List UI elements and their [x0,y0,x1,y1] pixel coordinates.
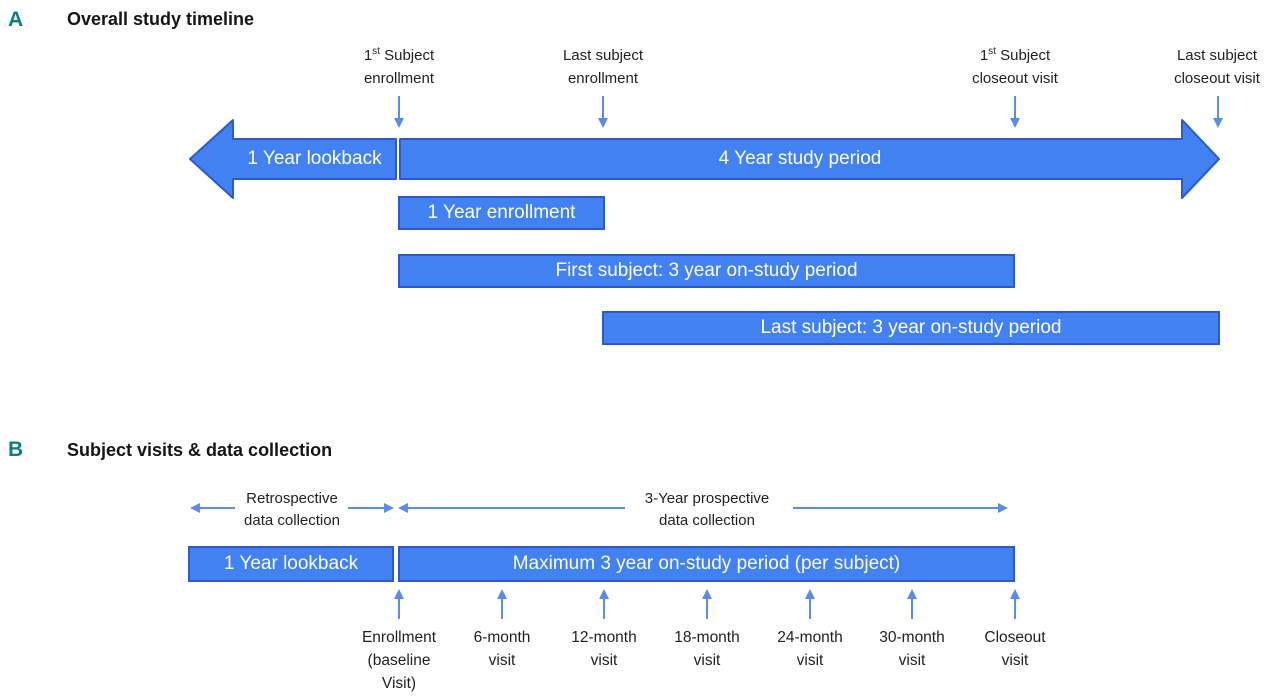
visit-label-12-month: 12-month visit [542,626,666,672]
retrospective-span-label: Retrospective data collection [217,488,367,532]
prospective-span-arrowhead-left [398,503,408,513]
visit-label-18-month: 18-month visit [645,626,769,672]
last-subject-on-study-bar: Last subject: 3 year on-study period [602,311,1220,345]
study-period-arrow-label: 4 Year study period [718,148,882,169]
milestone-line1: Last subject [562,47,644,64]
milestone-down-arrowhead [598,118,608,128]
milestone-last-subject-enrollment: Last subject enrollment [528,44,678,90]
visit-up-arrowhead [497,589,507,599]
milestone-line2: enrollment [363,70,435,87]
milestone-down-arrowhead [1213,118,1223,128]
milestone-first-subject-closeout: 1st Subject closeout visit [940,44,1090,90]
panel-b-title: Subject visits & data collection [67,440,333,460]
retrospective-span-arrowhead-right [384,503,394,513]
milestone-down-arrowhead [394,118,404,128]
visit-label-30-month: 30-month visit [850,626,974,672]
lookback-arrow-label: 1 Year lookback [247,148,382,169]
visit-label-6-month: 6-month visit [440,626,564,672]
panel-a-letter: A [8,8,24,31]
visit-line: Enrollment [361,629,437,646]
milestone-down-arrowhead [1010,118,1020,128]
visit-up-arrowhead [907,589,917,599]
milestone-line1: 1st Subject [979,46,1051,65]
prospective-span-line2: data collection [659,512,755,529]
retrospective-span-line2: data collection [244,512,340,529]
visit-label-enrollment: Enrollment (baseline Visit) [337,626,461,695]
milestone-line2: closeout visit [1174,70,1260,87]
milestone-line1: Last subject [1176,47,1258,64]
milestone-line1: 1st Subject [363,46,435,65]
visit-label-closeout: Closeout visit [953,626,1077,672]
prospective-span-label: 3-Year prospective data collection [612,488,802,532]
visit-line: visit [796,652,824,669]
visit-line: 6-month [473,629,531,646]
visit-line: visit [693,652,721,669]
visit-line: (baseline [367,652,431,669]
visit-line: Closeout [984,629,1046,646]
enrollment-period-bar: 1 Year enrollment [398,196,605,230]
milestone-line2: enrollment [567,70,639,87]
visit-line: 18-month [674,629,740,646]
visit-up-arrowhead [702,589,712,599]
first-subject-on-study-bar: First subject: 3 year on-study period [398,254,1015,288]
retrospective-span-line1: Retrospective [246,490,338,507]
visit-label-24-month: 24-month visit [748,626,872,672]
visit-up-arrowhead [805,589,815,599]
visit-line: visit [488,652,516,669]
milestone-line2: closeout visit [972,70,1058,87]
milestone-last-subject-closeout: Last subject closeout visit [1142,44,1280,90]
visit-line: Visit) [381,675,417,692]
visit-up-arrowhead [1010,589,1020,599]
milestone-first-subject-enrollment: 1st Subject enrollment [324,44,474,90]
lookback-bar: 1 Year lookback [188,546,394,582]
visit-line: visit [1001,652,1029,669]
visit-up-arrowhead [599,589,609,599]
prospective-span-arrowhead-right [998,503,1008,513]
panel-a-title: Overall study timeline [67,9,255,29]
panel-b-letter: B [8,438,24,461]
visit-line: 30-month [879,629,945,646]
visit-line: visit [898,652,926,669]
max-on-study-bar: Maximum 3 year on-study period (per subj… [398,546,1015,582]
visit-up-arrowhead [394,589,404,599]
visit-line: visit [590,652,618,669]
visit-line: 24-month [777,629,843,646]
retrospective-span-arrowhead-left [190,503,200,513]
prospective-span-line1: 3-Year prospective [644,490,770,507]
visit-line: 12-month [571,629,637,646]
